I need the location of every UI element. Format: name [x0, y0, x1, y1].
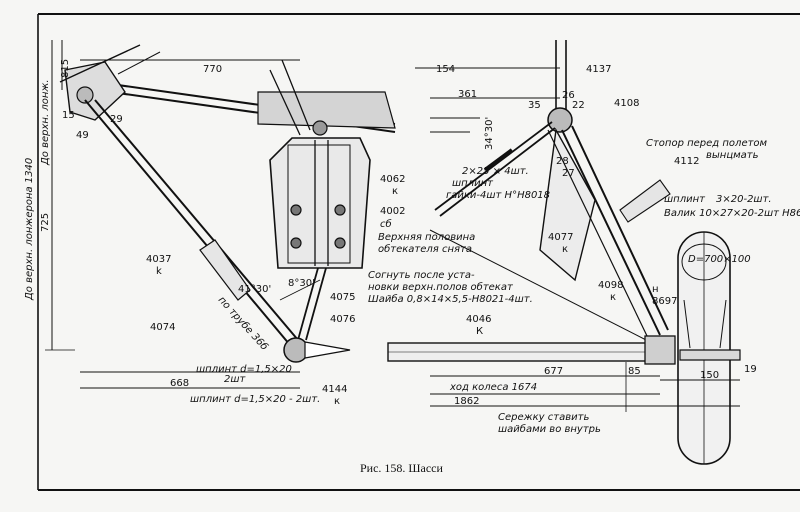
note-stopper-2: вынцмать: [706, 150, 759, 161]
part-4002: 4002: [380, 206, 405, 217]
note-n8697: н: [652, 284, 659, 295]
note-bend-1: Согнуть после уста-: [368, 270, 475, 281]
dim-travel: ход колеса 1674: [449, 382, 537, 393]
dim-49: 49: [76, 130, 89, 141]
note-po-trube: по трубе 36б: [216, 294, 271, 353]
dim-668: 668: [170, 378, 189, 389]
part-4075: 4075: [330, 292, 355, 303]
part-4077-k: к: [562, 244, 568, 255]
dim-815: 815: [60, 59, 71, 78]
dim-361: 361: [458, 89, 477, 100]
note-split-1: шплинт d=1,5×20: [196, 364, 292, 375]
note-washer: Шайба 0,8×14×5,5-Н8021-4шт.: [368, 293, 533, 305]
part-4098: 4098: [598, 280, 623, 291]
note-nuts: гайки-4шт Н°Н8018: [446, 190, 550, 201]
part-4062-k: к: [392, 186, 398, 197]
dim-26: 26: [562, 90, 575, 101]
right-view: [387, 40, 741, 465]
note-cotter: шплинт: [664, 194, 706, 205]
part-4037-k: k: [156, 266, 162, 277]
dim-34: 34°30': [484, 117, 495, 150]
dim-1862: 1862: [454, 396, 479, 407]
dim-770: 770: [203, 64, 222, 75]
note-n8697-b: 8697: [652, 296, 677, 307]
dim-154: 154: [436, 64, 455, 75]
part-4046-k: К: [476, 326, 483, 337]
dim-150: 150: [700, 370, 719, 381]
left-view: [45, 40, 396, 389]
part-4076: 4076: [330, 314, 355, 325]
note-stopper-1: Стопор перед полетом: [646, 138, 768, 149]
vertical-label-lower: До верхн. лонжерона 1340: [24, 158, 35, 301]
note-split-1b: 2шт: [224, 374, 247, 385]
part-4144: 4144: [322, 384, 347, 395]
dim-22: 22: [572, 100, 585, 111]
dim-15: 15: [62, 110, 75, 121]
part-4144-k: к: [334, 396, 340, 407]
note-split-2: шплинт d=1,5×20 - 2шт.: [190, 394, 320, 405]
note-fairing-1: Верхняя половина: [378, 232, 475, 243]
part-4137: 4137: [586, 64, 611, 75]
part-4098-k: к: [610, 292, 616, 303]
dim-angle: 41°30': [238, 284, 271, 295]
dim-19: 19: [744, 364, 757, 375]
dim-wheel: D=700×100: [688, 254, 751, 265]
note-earring-1: Сережку ставить: [498, 412, 589, 423]
dim-677: 677: [544, 366, 563, 377]
part-4108: 4108: [614, 98, 639, 109]
part-4077: 4077: [548, 232, 573, 243]
dim-725: 725: [40, 213, 51, 232]
part-4112: 4112: [674, 156, 699, 167]
part-4062: 4062: [380, 174, 405, 185]
note-cotter-dim: 3×20-2шт.: [716, 194, 772, 205]
part-4074: 4074: [150, 322, 175, 333]
note-bolts: 2×25 × 4шт.: [462, 166, 529, 177]
vertical-label-upper: До верхн. лонж.: [40, 79, 51, 166]
figure-caption: Рис. 158. Шасси: [360, 461, 444, 475]
dim-28: 28: [556, 156, 569, 167]
dim-35: 35: [528, 100, 541, 111]
dim-85: 85: [628, 366, 641, 377]
note-earring-2: шайбами во внутрь: [498, 423, 601, 435]
part-4002-sb: сб: [380, 218, 392, 230]
note-bend-2: новки верхн.полов обтекат: [368, 281, 514, 293]
dim-8: 8°30': [288, 278, 315, 289]
note-bolts-2: шплинт: [452, 178, 494, 189]
part-4046: 4046: [466, 314, 491, 325]
part-4037: 4037: [146, 254, 171, 265]
note-pin: Валик 10×27×20-2шт Н8697: [664, 208, 800, 219]
dim-29: 29: [110, 114, 123, 125]
dim-27: 27: [562, 168, 575, 179]
note-fairing-2: обтекателя снята: [378, 243, 472, 255]
